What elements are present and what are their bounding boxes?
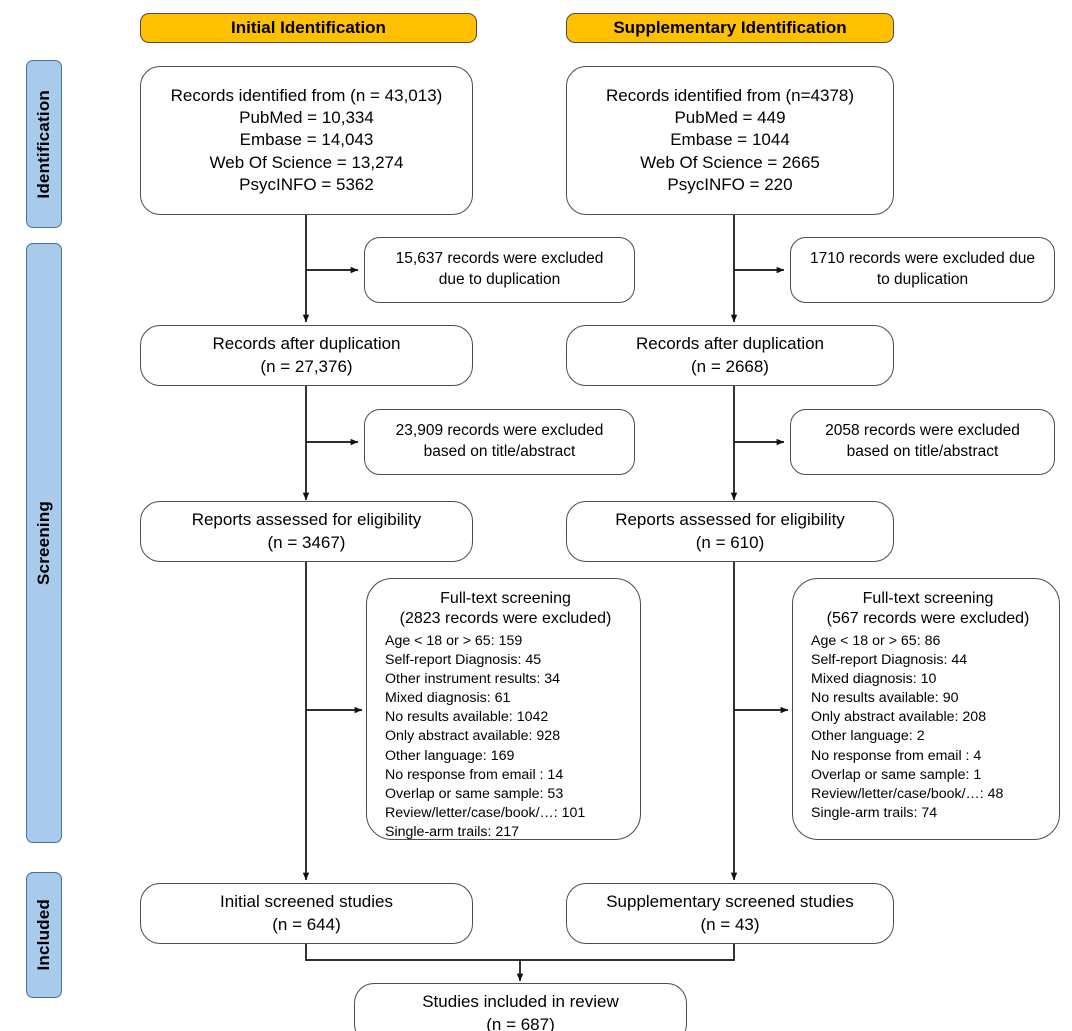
list-item: Other instrument results: 34 (385, 671, 561, 688)
list-item: No results available: 1042 (385, 709, 549, 726)
list-item: Mixed diagnosis: 10 (811, 671, 937, 688)
box-initial-records-identified: Records identified from (n = 43,013) Pub… (140, 66, 473, 215)
list-item: Single-arm trails: 217 (385, 823, 520, 840)
list-item: Overlap or same sample: 53 (385, 785, 564, 802)
list-item: Review/letter/case/book/…: 101 (385, 804, 586, 821)
initial-fulltext-heading: Full-text screening (2823 records were e… (399, 590, 612, 628)
list-item: Age < 18 or > 65: 86 (811, 632, 941, 649)
header-supplementary-identification: Supplementary Identification (566, 13, 894, 43)
stage-included: Included (26, 872, 62, 998)
list-item: Self-report Diagnosis: 45 (385, 652, 542, 669)
box-supplementary-fulltext-screening: Full-text screening (567 records were ex… (792, 578, 1060, 840)
list-item: Other language: 2 (811, 728, 925, 745)
list-item: Only abstract available: 208 (811, 709, 987, 726)
box-supplementary-screened-studies: Supplementary screened studies (n = 43) (566, 883, 894, 944)
list-item: Only abstract available: 928 (385, 728, 561, 745)
stage-included-label: Included (34, 899, 53, 971)
list-item: No response from email : 4 (811, 747, 982, 764)
list-item: Review/letter/case/book/…: 48 (811, 785, 1004, 802)
stage-identification-label: Identification (34, 89, 53, 199)
stage-screening-label: Screening (34, 501, 53, 585)
list-item: Other language: 169 (385, 747, 515, 764)
box-initial-reports-assessed: Reports assessed for eligibility (n = 34… (140, 501, 473, 562)
header-initial-identification-label: Initial Identification (231, 18, 386, 37)
box-supplementary-excluded-title-abstract: 2058 records were excluded based on titl… (790, 409, 1055, 475)
list-item: Overlap or same sample: 1 (811, 766, 982, 783)
box-supplementary-records-identified: Records identified from (n=4378) PubMed … (566, 66, 894, 215)
list-item: Self-report Diagnosis: 44 (811, 652, 968, 669)
list-item: Single-arm trails: 74 (811, 804, 938, 821)
box-studies-included-in-review: Studies included in review (n = 687) (354, 983, 687, 1031)
list-item: No response from email : 14 (385, 766, 564, 783)
list-item: Mixed diagnosis: 61 (385, 690, 511, 707)
initial-fulltext-reason-list: Age < 18 or > 65: 159 Self-report Diagno… (385, 632, 626, 842)
stage-screening: Screening (26, 243, 62, 843)
box-supplementary-reports-assessed: Reports assessed for eligibility (n = 61… (566, 501, 894, 562)
box-initial-fulltext-screening: Full-text screening (2823 records were e… (366, 578, 641, 840)
box-initial-after-duplication: Records after duplication (n = 27,376) (140, 325, 473, 386)
box-initial-excluded-title-abstract: 23,909 records were excluded based on ti… (364, 409, 635, 475)
supplementary-fulltext-heading: Full-text screening (567 records were ex… (826, 590, 1030, 628)
list-item: No results available: 90 (811, 690, 959, 707)
list-item: Age < 18 or > 65: 159 (385, 632, 523, 649)
supplementary-fulltext-reason-list: Age < 18 or > 65: 86 Self-report Diagnos… (811, 632, 1045, 823)
box-initial-screened-studies: Initial screened studies (n = 644) (140, 883, 473, 944)
header-supplementary-identification-label: Supplementary Identification (613, 18, 847, 37)
box-supplementary-excluded-duplication: 1710 records were excluded due to duplic… (790, 237, 1055, 303)
box-initial-excluded-duplication: 15,637 records were excluded due to dupl… (364, 237, 635, 303)
stage-identification: Identification (26, 60, 62, 228)
box-supplementary-after-duplication: Records after duplication (n = 2668) (566, 325, 894, 386)
header-initial-identification: Initial Identification (140, 13, 477, 43)
